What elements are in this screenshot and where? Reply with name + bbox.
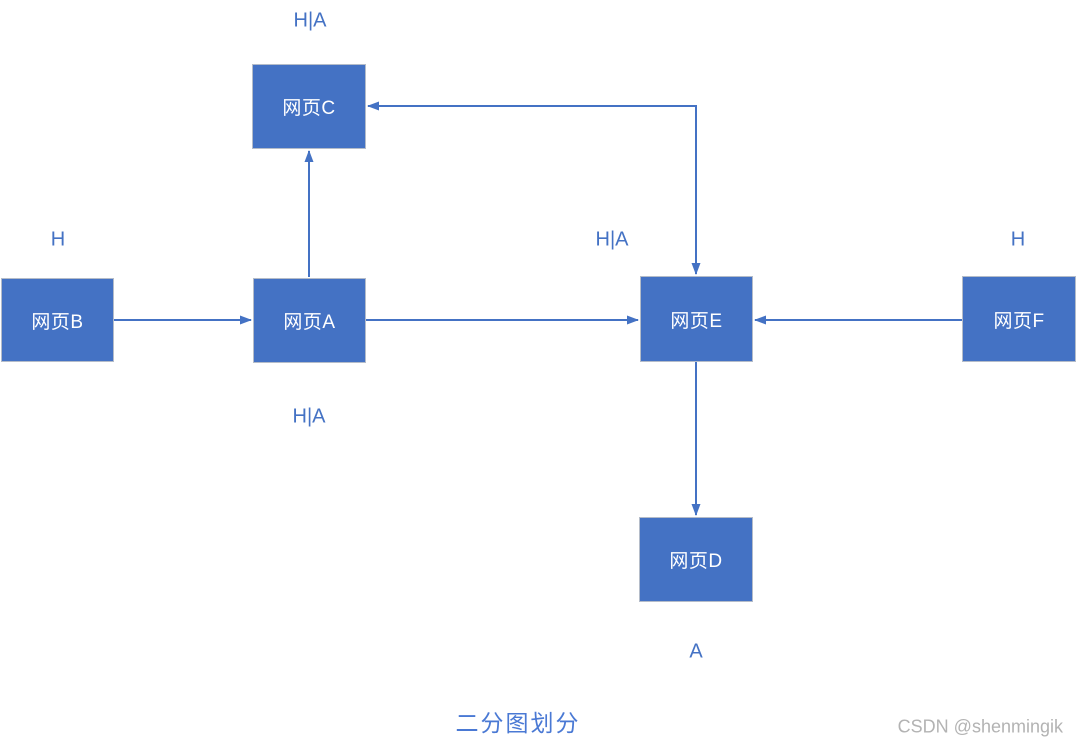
node-webpage-f: 网页F <box>962 276 1076 362</box>
node-webpage-c: 网页C <box>252 64 366 149</box>
node-webpage-b: 网页B <box>1 278 114 362</box>
partition-tag-b: H <box>50 228 66 251</box>
partition-tag-a: H|A <box>292 405 326 428</box>
node-webpage-b-label: 网页B <box>31 311 84 333</box>
node-webpage-d: 网页D <box>639 517 753 602</box>
partition-tag-e: H|A <box>595 228 629 251</box>
partition-tag-c: H|A <box>293 9 327 32</box>
node-webpage-c-label: 网页C <box>282 98 336 119</box>
node-webpage-e-label: 网页E <box>670 310 723 332</box>
node-webpage-a: 网页A <box>253 278 366 363</box>
node-webpage-d-label: 网页D <box>669 551 723 572</box>
diagram-title: 二分图划分 <box>455 710 581 736</box>
node-webpage-e: 网页E <box>640 276 753 362</box>
node-webpage-a-label: 网页A <box>283 312 336 333</box>
node-webpage-f-label: 网页F <box>993 310 1045 332</box>
partition-tag-f: H <box>1010 228 1026 251</box>
csdn-watermark: CSDN @shenmingik <box>897 716 1063 737</box>
partition-tag-d: A <box>689 640 703 663</box>
